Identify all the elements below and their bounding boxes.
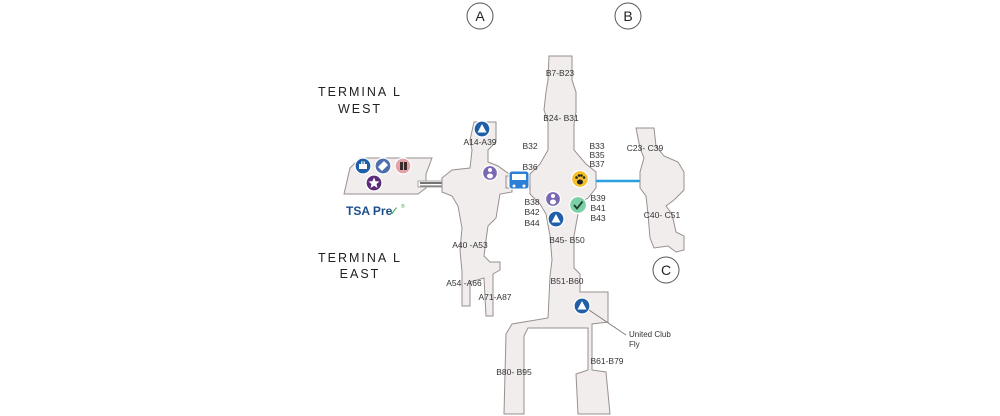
- tsa-precheck-mark: ®: [401, 203, 405, 210]
- gate-label-b36: B36: [522, 162, 537, 172]
- concourse-c-marker[interactable]: C: [652, 256, 680, 284]
- nursing-room-icon[interactable]: [481, 164, 499, 182]
- gate-label-b7-b23: B7-B23: [546, 68, 575, 78]
- terminal-east-line1: TERMINA L: [318, 251, 402, 265]
- gate-label-b51-b60: B51-B60: [550, 276, 583, 286]
- concourse-a-marker[interactable]: A: [466, 2, 494, 30]
- gate-label-a40-a53: A40 -A53: [452, 240, 488, 250]
- gate-label-b43: B43: [590, 213, 605, 223]
- gate-label-b61-b79: B61-B79: [590, 356, 623, 366]
- callout-line2: Fly: [629, 340, 640, 349]
- gate-label-a14-a39: A14-A39: [463, 137, 496, 147]
- terminal-west-line2: WEST: [338, 102, 382, 116]
- checkpoint-icon[interactable]: [568, 195, 588, 215]
- gate-label-a71-a87: A71-A87: [478, 292, 511, 302]
- gate-label-b33: B33: [589, 141, 604, 151]
- united-club-icon[interactable]: [473, 120, 491, 138]
- star-icon[interactable]: [365, 174, 383, 192]
- terminal-west-line1: TERMINA L: [318, 85, 402, 99]
- nursing-room-icon[interactable]: [544, 190, 562, 208]
- ticket-icon[interactable]: [374, 157, 392, 175]
- concourse-b-building[interactable]: [503, 55, 611, 415]
- gate-label-b35: B35: [589, 150, 604, 160]
- gate-label-b37: B37: [589, 159, 604, 169]
- shuttle-bus-icon[interactable]: [508, 170, 530, 190]
- tsa-precheck-logo: TSA Pre ✓ ®: [346, 203, 405, 218]
- restroom-icon[interactable]: [394, 157, 412, 175]
- gate-label-b39: B39: [590, 193, 605, 203]
- pet-relief-icon[interactable]: [570, 169, 590, 189]
- concourse-b-label: B: [623, 8, 632, 24]
- concourse-c-building[interactable]: [635, 127, 685, 253]
- gate-label-c40-c51: C40- C51: [644, 210, 681, 220]
- concourse-c-label: C: [661, 262, 671, 278]
- united-club-icon[interactable]: [573, 297, 591, 315]
- concourse-b-marker[interactable]: B: [614, 2, 642, 30]
- gate-label-b38: B38: [524, 197, 539, 207]
- gate-label-c23-c39: C23- C39: [627, 143, 664, 153]
- gate-label-b45-b50: B45- B50: [549, 235, 585, 245]
- gate-label-b41: B41: [590, 203, 605, 213]
- gate-label-b42: B42: [524, 207, 539, 217]
- gate-label-b32: B32: [522, 141, 537, 151]
- tsa-precheck-check: ✓: [389, 204, 399, 218]
- callout-line1: United Club: [629, 330, 671, 339]
- gate-label-a54-a66: A54 -A66: [446, 278, 482, 288]
- united-club-icon[interactable]: [547, 210, 565, 228]
- concourse-a-label: A: [475, 8, 485, 24]
- tsa-precheck-text: TSA Pre: [346, 204, 393, 218]
- baggage-icon[interactable]: [354, 157, 372, 175]
- united-club-fly-callout: United Club Fly: [588, 309, 671, 349]
- gate-label-b80-b95: B80- B95: [496, 367, 532, 377]
- terminal-east-line2: EAST: [340, 267, 381, 281]
- gate-label-b44: B44: [524, 218, 539, 228]
- gate-label-b24-b31: B24- B31: [543, 113, 579, 123]
